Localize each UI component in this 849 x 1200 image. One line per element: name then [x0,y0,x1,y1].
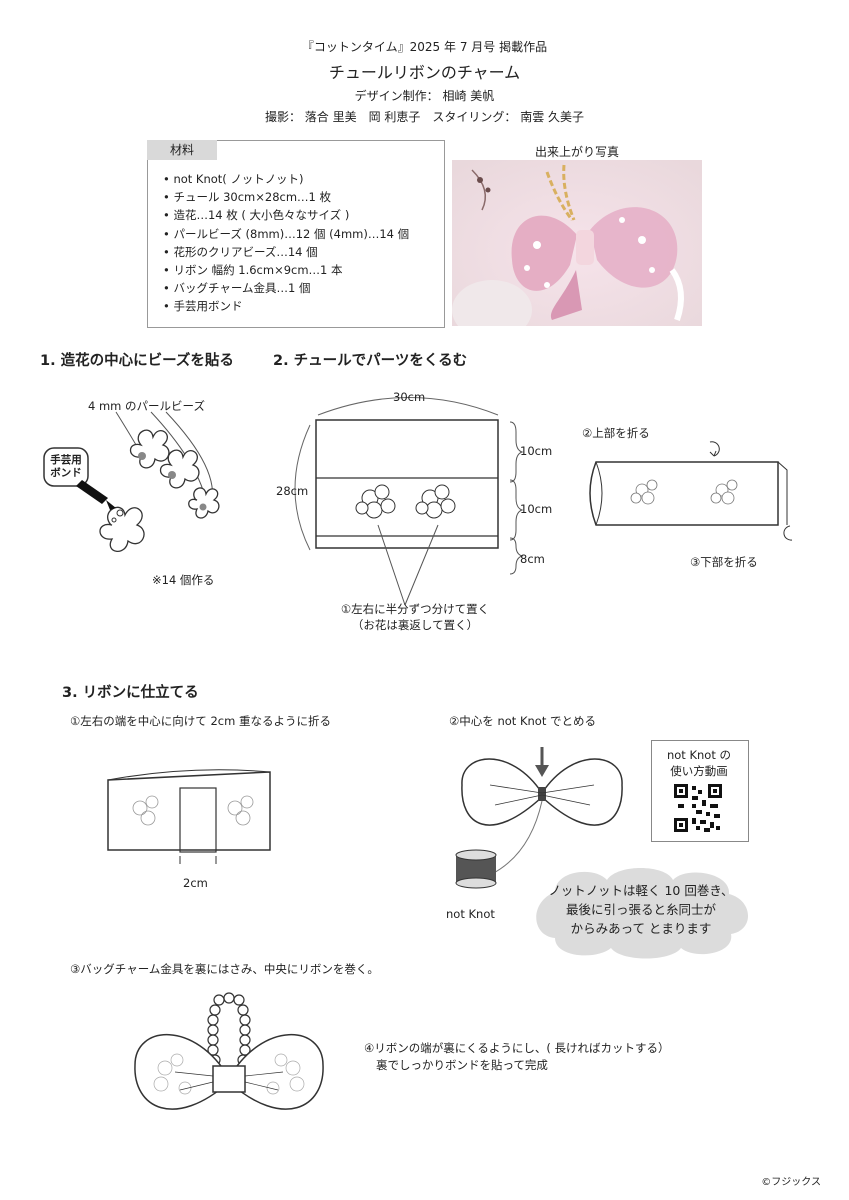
step2-heading: 2. チュールでパーツをくるむ [273,353,468,369]
material-item: • 手芸用ボンド [163,299,243,314]
material-item: • バッグチャーム金具…1 個 [163,281,311,296]
copyright: ©フジックス [761,1177,821,1188]
placement-note-line1: ①左右に半分ずつ分けて置く [340,602,490,616]
tip-text: ノットノットは軽く 10 回巻き、 最後に引っ張ると糸同士が からみあって とま… [530,881,752,938]
count-note: ※14 個作る [152,573,215,587]
materials-list: • not Knot( ノットノット) • チュール 30cm×28cm…1 枚… [163,170,409,316]
width-label: 30cm [393,390,426,404]
spool-label: not Knot [446,907,495,921]
material-item: • 花形のクリアビーズ…14 個 [163,244,318,259]
overlap-label: 2cm [183,876,208,890]
step3-sub4-line2: 裏でしっかりボンドを貼って完成 [376,1058,548,1072]
tip-cloud [536,868,749,959]
materials-box [147,140,445,328]
bead-label: 4 mm のパールビーズ [88,399,205,413]
step3-heading: 3. リボンに仕立てる [62,685,199,701]
material-item: • パールビーズ (8mm)…12 個 (4mm)…14 個 [163,226,410,241]
glue-label-line2: ボンド [50,467,82,479]
tip-line1: ノットノットは軽く 10 回巻き、 [548,883,734,898]
step3-sub3: ③バッグチャーム金具を裏にはさみ、中央にリボンを巻く。 [70,962,379,976]
finished-photo [452,160,702,326]
qr-code-icon[interactable] [674,784,722,832]
photo-caption: 出来上がり写真 [534,145,619,159]
placement-note: ①左右に半分ずつ分けて置く （お花は裏返して置く） [310,601,520,633]
height-label: 28cm [276,484,309,498]
segment-bottom-label: 8cm [520,552,545,566]
folded-tulle-diagram [589,441,793,541]
finished-bow-diagram [134,992,324,1110]
step1-illustration [43,411,220,552]
qr-title-line1: not Knot の [666,748,732,762]
step3-sub1: ①左右の端を中心に向けて 2cm 重なるように折る [70,714,331,728]
materials-heading: 材料 [147,140,217,160]
design-credit: デザイン制作： 相崎 美帆 [354,89,495,103]
placement-note-line2: （お花は裏返して置く） [351,618,479,632]
tulle-diagram [294,397,524,606]
material-item: • 造花…14 枚 ( 大小色々なサイズ ) [163,208,350,223]
segment-top-label: 10cm [520,444,553,458]
step3-sub4-line1: ④リボンの端が裏にくるようにし、( 長ければカットする） [364,1041,670,1055]
qr-title: not Knot の 使い方動画 [651,747,747,779]
step3-sub4: ④リボンの端が裏にくるようにし、( 長ければカットする） 裏でしっかりボンドを貼… [364,1040,670,1074]
tip-line3: からみあって とまります [570,921,712,936]
fold-bottom-label: ③下部を折る [690,555,758,569]
glue-label: 手芸用 ボンド [44,454,88,480]
step3-sub2: ②中心を not Knot でとめる [449,714,596,728]
material-item: • リボン 幅約 1.6cm×9cm…1 本 [163,263,343,278]
ribbon-fold-diagram [107,769,271,864]
fold-top-label: ②上部を折る [582,426,650,440]
qr-title-line2: 使い方動画 [670,764,728,778]
issue-label: 『コットンタイム』2025 年 7 月号 掲載作品 [301,40,548,54]
knot-diagram [455,747,623,889]
photo-credit: 撮影： 落合 里美 岡 利恵子 スタイリング： 南雲 久美子 [264,110,585,124]
page-title: チュールリボンのチャーム [328,63,521,82]
glue-label-line1: 手芸用 [50,454,82,466]
segment-middle-label: 10cm [520,502,553,516]
step1-heading: 1. 造花の中心にビーズを貼る [40,353,234,369]
material-item: • not Knot( ノットノット) [163,172,304,186]
tip-line2: 最後に引っ張ると糸同士が [565,902,716,917]
material-item: • チュール 30cm×28cm…1 枚 [163,190,332,205]
